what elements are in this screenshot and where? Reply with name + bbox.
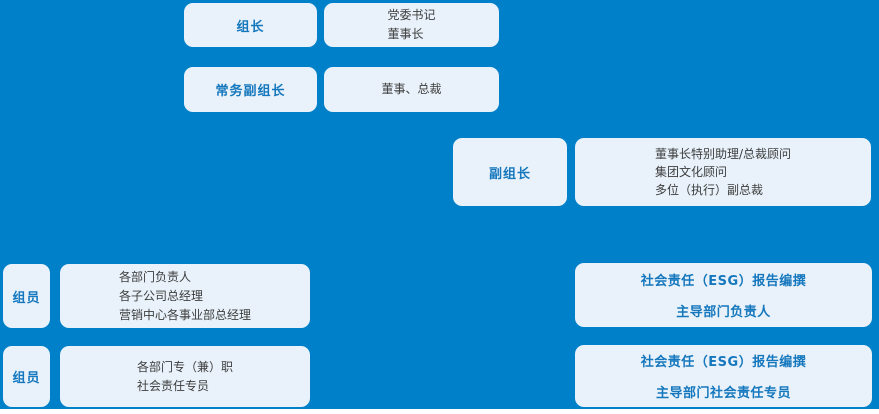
- deputy-leader-member-line: 集团文化顾问: [654, 165, 727, 179]
- members2-duty-line: 社会责任（ESG）报告编撰: [640, 355, 807, 370]
- members2-line: 各部门专（兼）职: [136, 359, 233, 374]
- bottom-white-strip: [0, 409, 879, 414]
- members2-list-text: 各部门专（兼）职 社会责任专员: [137, 358, 233, 396]
- members1-duty-line: 社会责任（ESG）报告编撰: [640, 274, 807, 289]
- node-leader-label: 组长: [184, 3, 317, 47]
- leader-label-text: 组长: [236, 19, 265, 35]
- node-deputy-leader-label: 副组长: [453, 138, 567, 206]
- leader-member-line: 董事长: [387, 27, 424, 41]
- exec-deputy-leader-members-text: 董事、总裁: [381, 80, 441, 99]
- node-members2-list: 各部门专（兼）职 社会责任专员: [60, 346, 310, 407]
- node-exec-deputy-leader-members: 董事、总裁: [324, 67, 499, 112]
- members2-duty-line: 主导部门社会责任专员: [655, 386, 791, 401]
- members1-line: 各部门负责人: [118, 269, 191, 284]
- node-members1-duty: 社会责任（ESG）报告编撰 主导部门负责人: [575, 263, 872, 327]
- node-members2-duty: 社会责任（ESG）报告编撰 主导部门社会责任专员: [575, 345, 872, 407]
- node-members1-label: 组员: [3, 264, 50, 328]
- members2-line: 社会责任专员: [136, 378, 209, 393]
- deputy-leader-members-text: 董事长特别助理/总裁顾问 集团文化顾问 多位（执行）副总裁: [655, 145, 791, 199]
- deputy-leader-member-line: 多位（执行）副总裁: [654, 183, 763, 197]
- members1-line: 各子公司总经理: [118, 288, 203, 303]
- members1-duty-line: 主导部门负责人: [676, 305, 771, 320]
- members1-list-text: 各部门负责人 各子公司总经理 营销中心各事业部总经理: [119, 268, 251, 325]
- exec-deputy-leader-label-text: 常务副组长: [215, 84, 286, 99]
- members1-line: 营销中心各事业部总经理: [118, 307, 251, 322]
- node-leader-members: 党委书记 董事长: [324, 3, 499, 47]
- deputy-leader-member-line: 董事长特别助理/总裁顾问: [654, 147, 792, 161]
- node-deputy-leader-members: 董事长特别助理/总裁顾问 集团文化顾问 多位（执行）副总裁: [575, 138, 871, 206]
- leader-members-text: 党委书记 董事长: [387, 6, 435, 44]
- members2-label-text: 组员: [12, 371, 41, 386]
- node-members1-list: 各部门负责人 各子公司总经理 营销中心各事业部总经理: [60, 264, 310, 328]
- exec-deputy-leader-member-line: 董事、总裁: [381, 82, 442, 96]
- node-exec-deputy-leader-label: 常务副组长: [184, 67, 317, 112]
- members1-label-text: 组员: [12, 290, 41, 306]
- deputy-leader-label-text: 副组长: [488, 166, 531, 182]
- node-members2-label: 组员: [3, 346, 50, 407]
- leader-member-line: 党委书记: [387, 8, 436, 22]
